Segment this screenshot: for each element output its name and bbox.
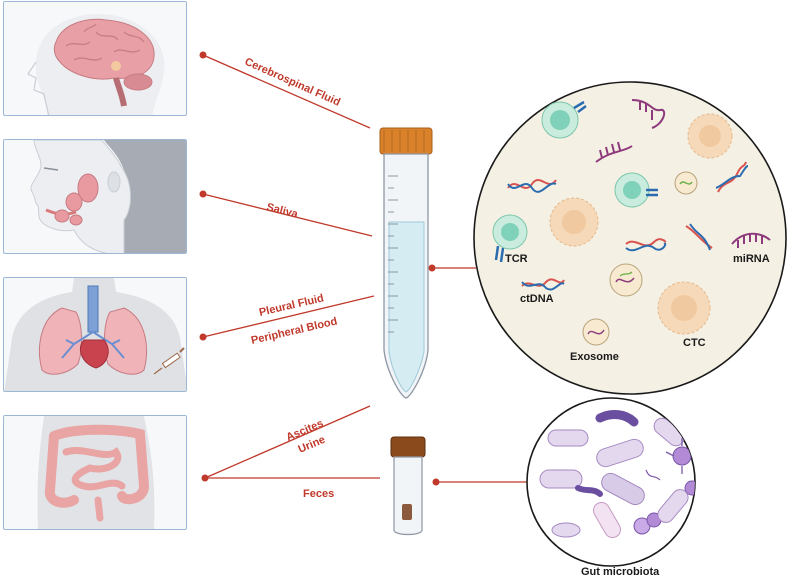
ctdna-icon	[685, 223, 713, 251]
blood-dot	[199, 333, 207, 341]
tube-dot	[428, 264, 436, 272]
blood-label: Peripheral Blood	[250, 315, 338, 346]
ctc-cell-icon	[687, 113, 733, 159]
ctdna-icon	[521, 278, 565, 291]
csf-connector	[202, 54, 371, 129]
exosome-icon	[582, 318, 610, 346]
salivary-glands-illustration	[30, 140, 186, 253]
mirna-icon	[731, 232, 771, 248]
gut-microbiota-circle	[526, 397, 696, 567]
intestine-panel	[3, 415, 187, 530]
biomarker-circle: TCR miRNA ctDNA Exosome CTC	[473, 81, 787, 395]
saliva-panel	[3, 139, 187, 254]
stool-tube-dot	[432, 478, 440, 486]
saliva-label: Saliva	[265, 201, 300, 221]
intestine-illustration	[37, 416, 155, 529]
lungs-panel	[3, 277, 187, 392]
ctdna-icon	[715, 161, 749, 193]
conical-tube-icon	[379, 127, 433, 399]
abdomen-dot	[201, 474, 209, 482]
connector-lines	[202, 54, 528, 483]
syringe-icon	[153, 347, 185, 375]
ctdna-label: ctDNA	[520, 293, 554, 305]
ctc-cell-icon	[657, 281, 711, 335]
mirna-icon	[631, 99, 666, 129]
ctdna-icon	[507, 179, 557, 193]
tcr-label: TCR	[505, 253, 528, 265]
gut-microbiota-caption: Gut microbiota	[581, 566, 660, 576]
pleural-label: Pleural Fluid	[258, 292, 325, 319]
ascites-connector	[204, 405, 371, 479]
exosome-icon	[609, 263, 643, 297]
saliva-connector	[202, 193, 373, 237]
ctc-label: CTC	[683, 337, 706, 349]
brain-panel	[3, 1, 187, 116]
lungs-illustration	[4, 278, 186, 391]
mirna-icon	[595, 141, 633, 163]
stool-tube-icon	[390, 436, 426, 536]
saliva-dot	[199, 190, 207, 198]
blood-connector	[202, 295, 375, 338]
ctdna-icon	[625, 238, 667, 252]
csf-label: Cerebrospinal Fluid	[243, 56, 342, 109]
brain-illustration	[27, 14, 165, 115]
t-cell-icon	[541, 100, 587, 139]
exosome-icon	[674, 171, 698, 195]
t-cell-icon	[492, 214, 528, 263]
feces-label: Feces	[303, 488, 334, 500]
ctc-cell-icon	[549, 197, 599, 247]
t-cell-icon	[614, 172, 658, 208]
csf-dot	[199, 51, 207, 59]
mirna-label: miRNA	[733, 253, 770, 265]
exosome-label: Exosome	[570, 351, 619, 363]
